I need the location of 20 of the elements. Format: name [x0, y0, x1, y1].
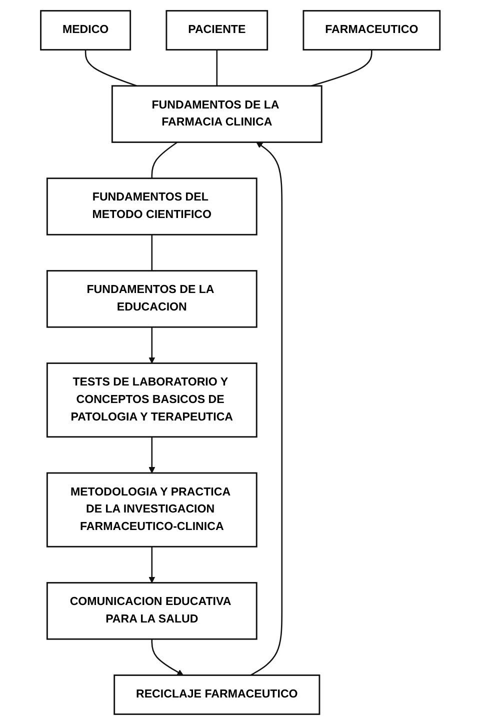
node-box: TESTS DE LABORATORIO Y CONCEPTOS BASICOS DE PATOLOGIA Y TERAPEUTICA	[46, 362, 258, 438]
arrow	[150, 639, 184, 676]
node-box: PACIENTE	[165, 10, 268, 50]
node-box: METODOLOGIA Y PRACTICA DE LA INVESTIGACION FARMACEUTICO-CLINICA	[46, 472, 258, 548]
arrow	[148, 546, 155, 584]
connector	[150, 142, 178, 178]
connector	[310, 50, 372, 86]
node-box: FUNDAMENTOS DE LA FARMACIA CLINICA	[111, 85, 322, 143]
arrow	[148, 436, 155, 474]
node-box: RECICLAJE FARMACEUTICO	[113, 674, 320, 715]
arrow	[148, 327, 155, 364]
node-box: COMUNICACION EDUCATIVA PARA LA SALUD	[46, 582, 258, 640]
connector	[216, 50, 218, 86]
connector	[84, 50, 137, 86]
node-box: MEDICO	[40, 10, 131, 50]
node-box: FUNDAMENTOS DE LA EDUCACION	[46, 270, 258, 328]
connector	[150, 234, 152, 271]
arrow	[250, 142, 282, 676]
node-box: FARMACEUTICO	[302, 10, 440, 50]
node-box: FUNDAMENTOS DEL METODO CIENTIFICO	[46, 178, 258, 236]
